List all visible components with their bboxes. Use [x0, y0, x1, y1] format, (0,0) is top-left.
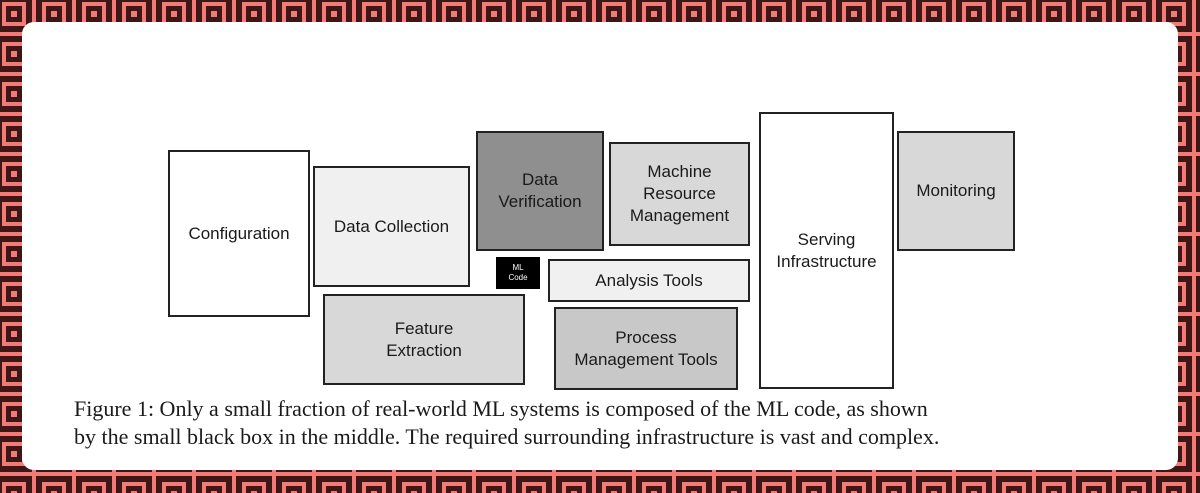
process-management-tools-box: Process Management Tools	[554, 307, 738, 390]
feature-extraction-label: Feature Extraction	[386, 318, 462, 360]
ml-code-label: ML Code	[508, 263, 528, 282]
monitoring-label: Monitoring	[916, 181, 996, 200]
data-verification-box: Data Verification	[476, 131, 604, 251]
data-collection-label: Data Collection	[333, 216, 450, 236]
data-verification-label: Data Verification	[498, 170, 582, 211]
serving-infrastructure-box: Serving Infrastructure	[759, 112, 894, 389]
caption-line-1: Figure 1: Only a small fraction of real-…	[74, 396, 928, 421]
process-management-tools-label: Process Management Tools	[574, 327, 718, 369]
feature-extraction-box: Feature Extraction	[323, 294, 525, 385]
figure-caption: Figure 1: Only a small fraction of real-…	[74, 395, 1134, 451]
analysis-tools-box: Analysis Tools	[548, 259, 750, 302]
data-collection-box: Data Collection	[313, 166, 470, 287]
caption-line-2: by the small black box in the middle. Th…	[74, 424, 940, 449]
machine-resource-management-label: Machine Resource Management	[629, 162, 730, 225]
ml-code-box: ML Code	[496, 257, 540, 289]
analysis-tools-label: Analysis Tools	[595, 270, 703, 290]
machine-resource-management-box: Machine Resource Management	[609, 142, 750, 246]
configuration-box: Configuration	[168, 150, 310, 317]
monitoring-box: Monitoring	[897, 131, 1015, 251]
configuration-label: Configuration	[188, 223, 290, 243]
serving-infrastructure-label: Serving Infrastructure	[776, 229, 877, 271]
